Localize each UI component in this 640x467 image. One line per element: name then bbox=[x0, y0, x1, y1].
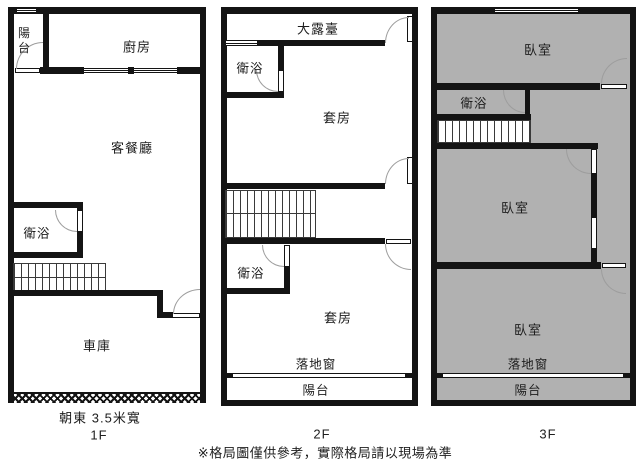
wall-outer-left bbox=[431, 7, 437, 406]
wall-bathroom-bottom bbox=[431, 114, 531, 120]
room-label-suite-upper: 套房 bbox=[322, 110, 352, 126]
room-label-living-dining: 客餐廳 bbox=[110, 140, 154, 156]
stairs-divider bbox=[225, 213, 316, 214]
door-leaf-suite-lower bbox=[386, 239, 411, 244]
wall-bedroom-top-bottom bbox=[437, 83, 600, 90]
room-label-balcony: 陽台 bbox=[17, 26, 30, 55]
stairs-divider bbox=[13, 277, 106, 278]
wall-suite-divider bbox=[221, 183, 385, 189]
garage-shutter bbox=[14, 392, 200, 403]
wall-bathroom-lower-right bbox=[284, 267, 290, 294]
wall-divider bbox=[128, 67, 134, 74]
wall-outer-left bbox=[8, 7, 14, 403]
wall-stairs-bottom bbox=[221, 238, 385, 244]
feature-label-french-window: 落地窗 bbox=[507, 357, 549, 372]
wall-outer-right bbox=[200, 7, 206, 403]
door-arc-suite-upper bbox=[385, 158, 409, 184]
room-fill bbox=[437, 14, 630, 400]
wall-outer-left bbox=[221, 7, 227, 406]
room-label-bathroom: 衛浴 bbox=[23, 226, 51, 241]
window-kitchen-2 bbox=[134, 68, 177, 73]
door-leaf-bathroom-lower bbox=[284, 245, 290, 267]
wall-bathroom-right bbox=[77, 231, 83, 258]
wall-outer-right bbox=[412, 7, 418, 406]
door-leaf-bathroom bbox=[77, 210, 83, 232]
floor-label-1f: 1F bbox=[90, 427, 108, 443]
window-bedroom-middle bbox=[591, 218, 597, 248]
door-arc-bathroom-lower bbox=[262, 245, 284, 267]
orientation-note: 朝東 3.5米寬 bbox=[59, 410, 141, 426]
door-arc-terrace bbox=[385, 17, 409, 43]
wall-bedroom-middle-right bbox=[591, 248, 597, 262]
room-label-bedroom-middle: 臥室 bbox=[500, 200, 530, 216]
wall-bathroom-right bbox=[77, 202, 83, 211]
wall-entry-step-h bbox=[157, 312, 173, 318]
room-label-garage: 車庫 bbox=[82, 338, 112, 354]
floor-label-2f: 2F bbox=[313, 426, 331, 442]
wall-bathroom-upper-right bbox=[278, 46, 284, 70]
room-label-kitchen: 廚房 bbox=[122, 39, 152, 55]
room-label-bedroom-bottom: 臥室 bbox=[513, 322, 543, 338]
window-kitchen-1 bbox=[84, 68, 128, 73]
room-label-suite-lower: 套房 bbox=[323, 310, 353, 326]
wall-divider bbox=[177, 67, 206, 74]
wall-terrace bbox=[221, 40, 226, 46]
disclaimer-text: ※格局圖僅供參考，實際格局請以現場為準 bbox=[197, 445, 453, 461]
french-window bbox=[233, 373, 405, 378]
wall-bathroom-right bbox=[525, 90, 530, 115]
wall-outer-right bbox=[630, 7, 636, 406]
wall-bathroom-bottom bbox=[14, 252, 82, 258]
french-window bbox=[443, 373, 623, 378]
wall-balcony-right bbox=[43, 7, 49, 71]
wall-bedroom-middle-right bbox=[591, 174, 597, 218]
window-terrace bbox=[226, 40, 257, 46]
room-label-bathroom-upper: 衛浴 bbox=[236, 61, 264, 76]
wall-stairs-bottom bbox=[431, 143, 598, 149]
stairs-2f bbox=[225, 190, 316, 238]
wall-bedroom-bottom-top bbox=[431, 262, 601, 269]
window-bedroom-top bbox=[495, 8, 578, 13]
wall-entry-step-v bbox=[157, 290, 163, 318]
feature-label-french-window: 落地窗 bbox=[295, 357, 337, 372]
wall-bathroom-top bbox=[14, 202, 82, 208]
door-leaf-bedroom-bottom bbox=[602, 263, 626, 268]
room-label-bedroom-top: 臥室 bbox=[523, 42, 553, 58]
door-leaf-bedroom-top bbox=[601, 84, 627, 89]
wall-outer-top bbox=[221, 7, 418, 14]
feature-label-balcony: 陽台 bbox=[514, 383, 542, 398]
stairs-3f bbox=[437, 120, 531, 143]
room-label-bathroom: 衛浴 bbox=[460, 96, 488, 111]
door-arc-bathroom bbox=[55, 210, 77, 232]
door-leaf-bathroom-upper bbox=[278, 70, 284, 92]
wall-outer-bottom bbox=[431, 400, 630, 406]
room-label-terrace: 大露臺 bbox=[296, 21, 340, 37]
window-balcony-top bbox=[17, 8, 36, 13]
feature-label-balcony: 陽台 bbox=[302, 383, 330, 398]
wall-bathroom-upper-bottom bbox=[221, 92, 284, 98]
door-arc-suite-lower bbox=[385, 244, 411, 270]
room-label-bathroom-lower: 衛浴 bbox=[237, 266, 265, 281]
door-leaf-bedroom-middle bbox=[591, 149, 597, 174]
wall-bathroom-lower-bottom bbox=[221, 288, 290, 294]
wall-outer-bottom bbox=[221, 400, 418, 406]
wall-divider bbox=[40, 67, 84, 74]
door-arc-entry bbox=[173, 289, 200, 314]
wall-garage-top bbox=[8, 290, 163, 296]
floor-label-3f: 3F bbox=[539, 426, 557, 442]
wall-terrace bbox=[257, 40, 385, 46]
wall-outer-top bbox=[8, 7, 206, 14]
